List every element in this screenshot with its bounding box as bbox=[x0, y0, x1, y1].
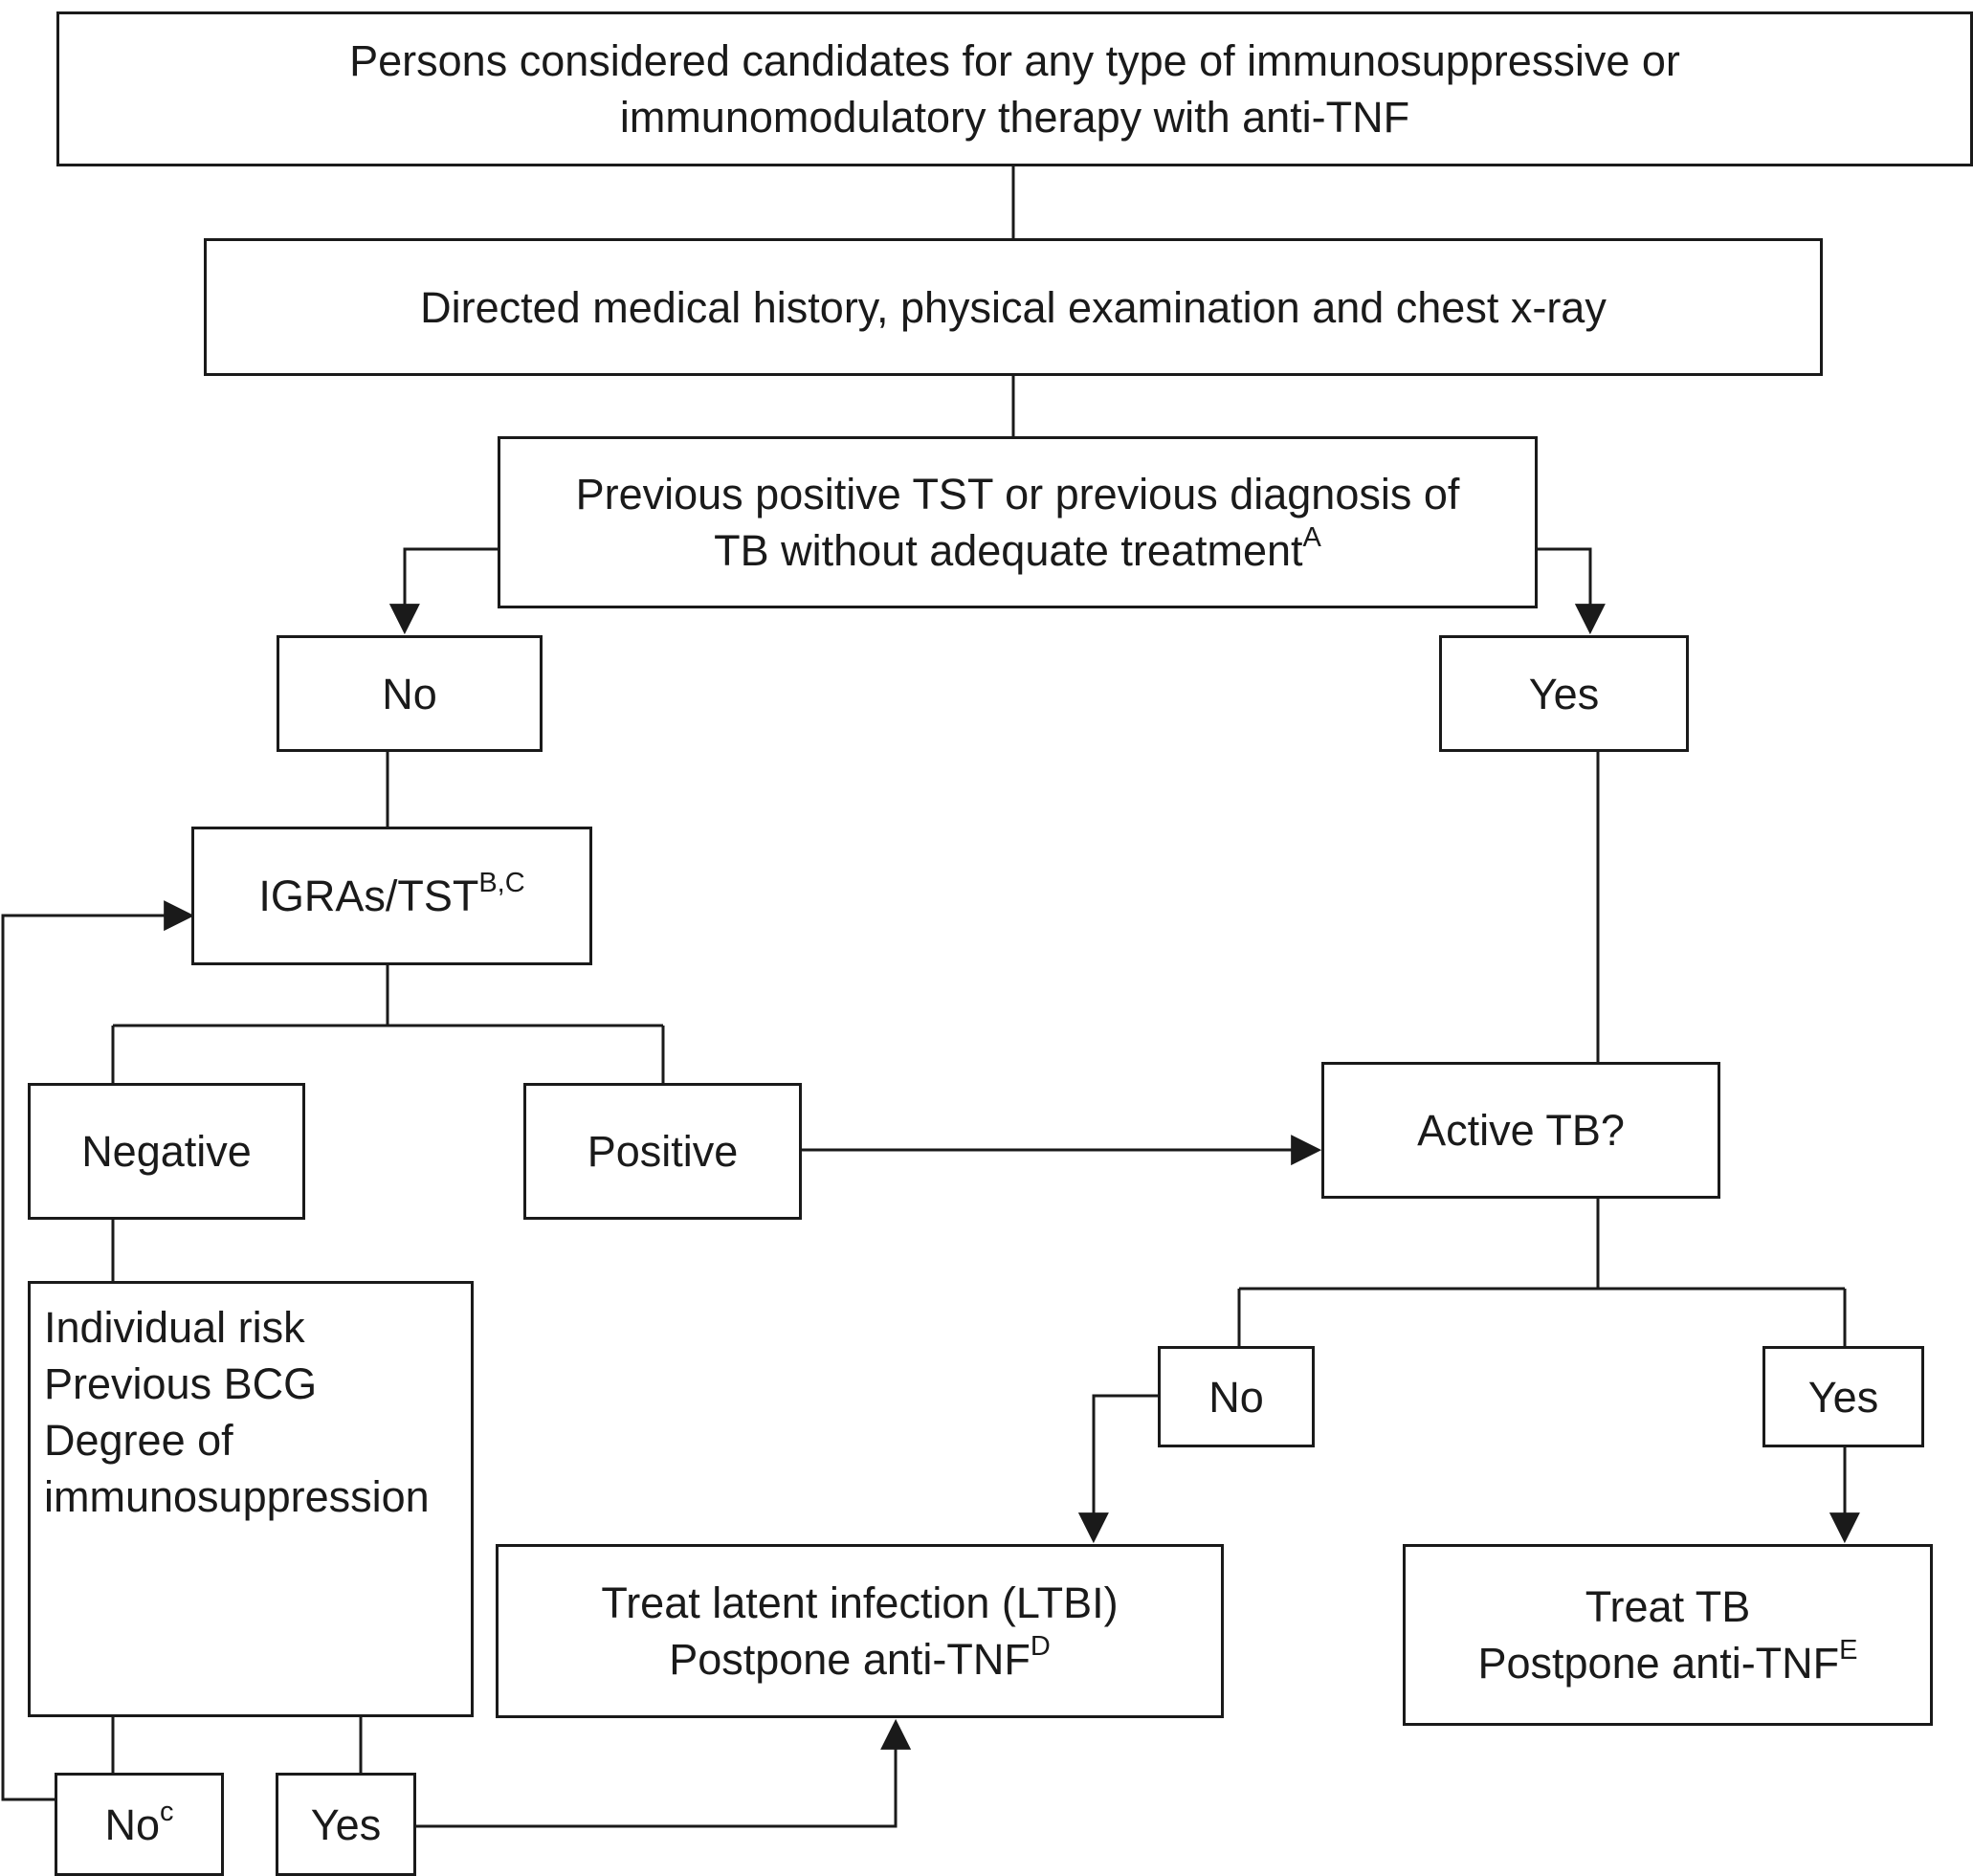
yes-label-2: Yes bbox=[1807, 1372, 1879, 1422]
no-box-1: No bbox=[277, 635, 543, 752]
arrow-yes3-to-ltbi bbox=[416, 1718, 912, 1828]
treat-tb-line-1: Treat TB bbox=[1585, 1582, 1751, 1631]
no-box-3: Noc bbox=[55, 1773, 224, 1876]
yes-box-2: Yes bbox=[1762, 1346, 1924, 1447]
arrow-previous-to-yes bbox=[1536, 547, 1606, 635]
no-box-2: No bbox=[1158, 1346, 1315, 1447]
positive-box: Positive bbox=[523, 1083, 802, 1220]
previous-line-2-text: TB without adequate treatment bbox=[714, 526, 1303, 575]
no-label-3: No bbox=[104, 1799, 161, 1849]
previous-line-2: TB without adequate treatmentA bbox=[714, 522, 1321, 579]
arrow-no3-to-igras bbox=[1, 900, 195, 1801]
active-tb-label: Active TB? bbox=[1417, 1106, 1625, 1155]
treat-ltbi-box: Treat latent infection (LTBI) Postpone a… bbox=[496, 1544, 1224, 1718]
arrow-previous-to-no bbox=[388, 547, 498, 635]
footnote-bc: B,C bbox=[478, 868, 525, 898]
treat-tb-box: Treat TB Postpone anti-TNFE bbox=[1403, 1544, 1933, 1726]
footnote-d: D bbox=[1030, 1631, 1051, 1662]
history-box: Directed medical history, physical exami… bbox=[204, 238, 1823, 376]
history-text: Directed medical history, physical exami… bbox=[420, 282, 1607, 332]
previous-line-1: Previous positive TST or previous diagno… bbox=[575, 470, 1460, 519]
risk-item: Individual risk bbox=[44, 1303, 305, 1352]
ltbi-line-2: Postpone anti-TNFD bbox=[669, 1631, 1051, 1688]
start-line-2: immunomodulatory therapy with anti-TNF bbox=[619, 93, 1410, 142]
ltbi-line-1: Treat latent infection (LTBI) bbox=[601, 1578, 1119, 1627]
active-tb-box: Active TB? bbox=[1321, 1062, 1720, 1199]
no-label-3-line: Noc bbox=[104, 1797, 173, 1853]
igras-text: IGRAs/TST bbox=[258, 872, 479, 920]
no-label-1: No bbox=[382, 669, 437, 718]
footnote-e: E bbox=[1839, 1635, 1858, 1666]
negative-box: Negative bbox=[28, 1083, 305, 1220]
footnote-c: c bbox=[160, 1796, 174, 1827]
arrow-no2-to-ltbi bbox=[1077, 1394, 1158, 1544]
no-label-2: No bbox=[1208, 1372, 1264, 1422]
treat-tb-line-2-text: Postpone anti-TNF bbox=[1477, 1639, 1840, 1688]
previous-tst-box: Previous positive TST or previous diagno… bbox=[498, 436, 1538, 608]
risk-item: Previous BCG bbox=[44, 1359, 318, 1408]
yes-label-3: Yes bbox=[310, 1799, 382, 1849]
yes-label-1: Yes bbox=[1528, 669, 1600, 718]
yes-box-1: Yes bbox=[1439, 635, 1689, 752]
risk-item: immunosuppression bbox=[44, 1472, 430, 1521]
risk-factors-box: Individual risk Previous BCG Degree of i… bbox=[28, 1281, 474, 1717]
treat-tb-line-2: Postpone anti-TNFE bbox=[1477, 1635, 1857, 1691]
footnote-a: A bbox=[1302, 522, 1321, 553]
risk-item: Degree of bbox=[44, 1416, 233, 1465]
igras-tst-box: IGRAs/TSTB,C bbox=[191, 827, 592, 965]
start-line-1: Persons considered candidates for any ty… bbox=[349, 36, 1680, 85]
positive-label: Positive bbox=[587, 1127, 739, 1176]
igras-line: IGRAs/TSTB,C bbox=[258, 868, 524, 924]
yes-box-3: Yes bbox=[276, 1773, 416, 1876]
ltbi-line-2-text: Postpone anti-TNF bbox=[669, 1635, 1031, 1684]
negative-label: Negative bbox=[81, 1127, 252, 1176]
start-box: Persons considered candidates for any ty… bbox=[56, 11, 1973, 166]
